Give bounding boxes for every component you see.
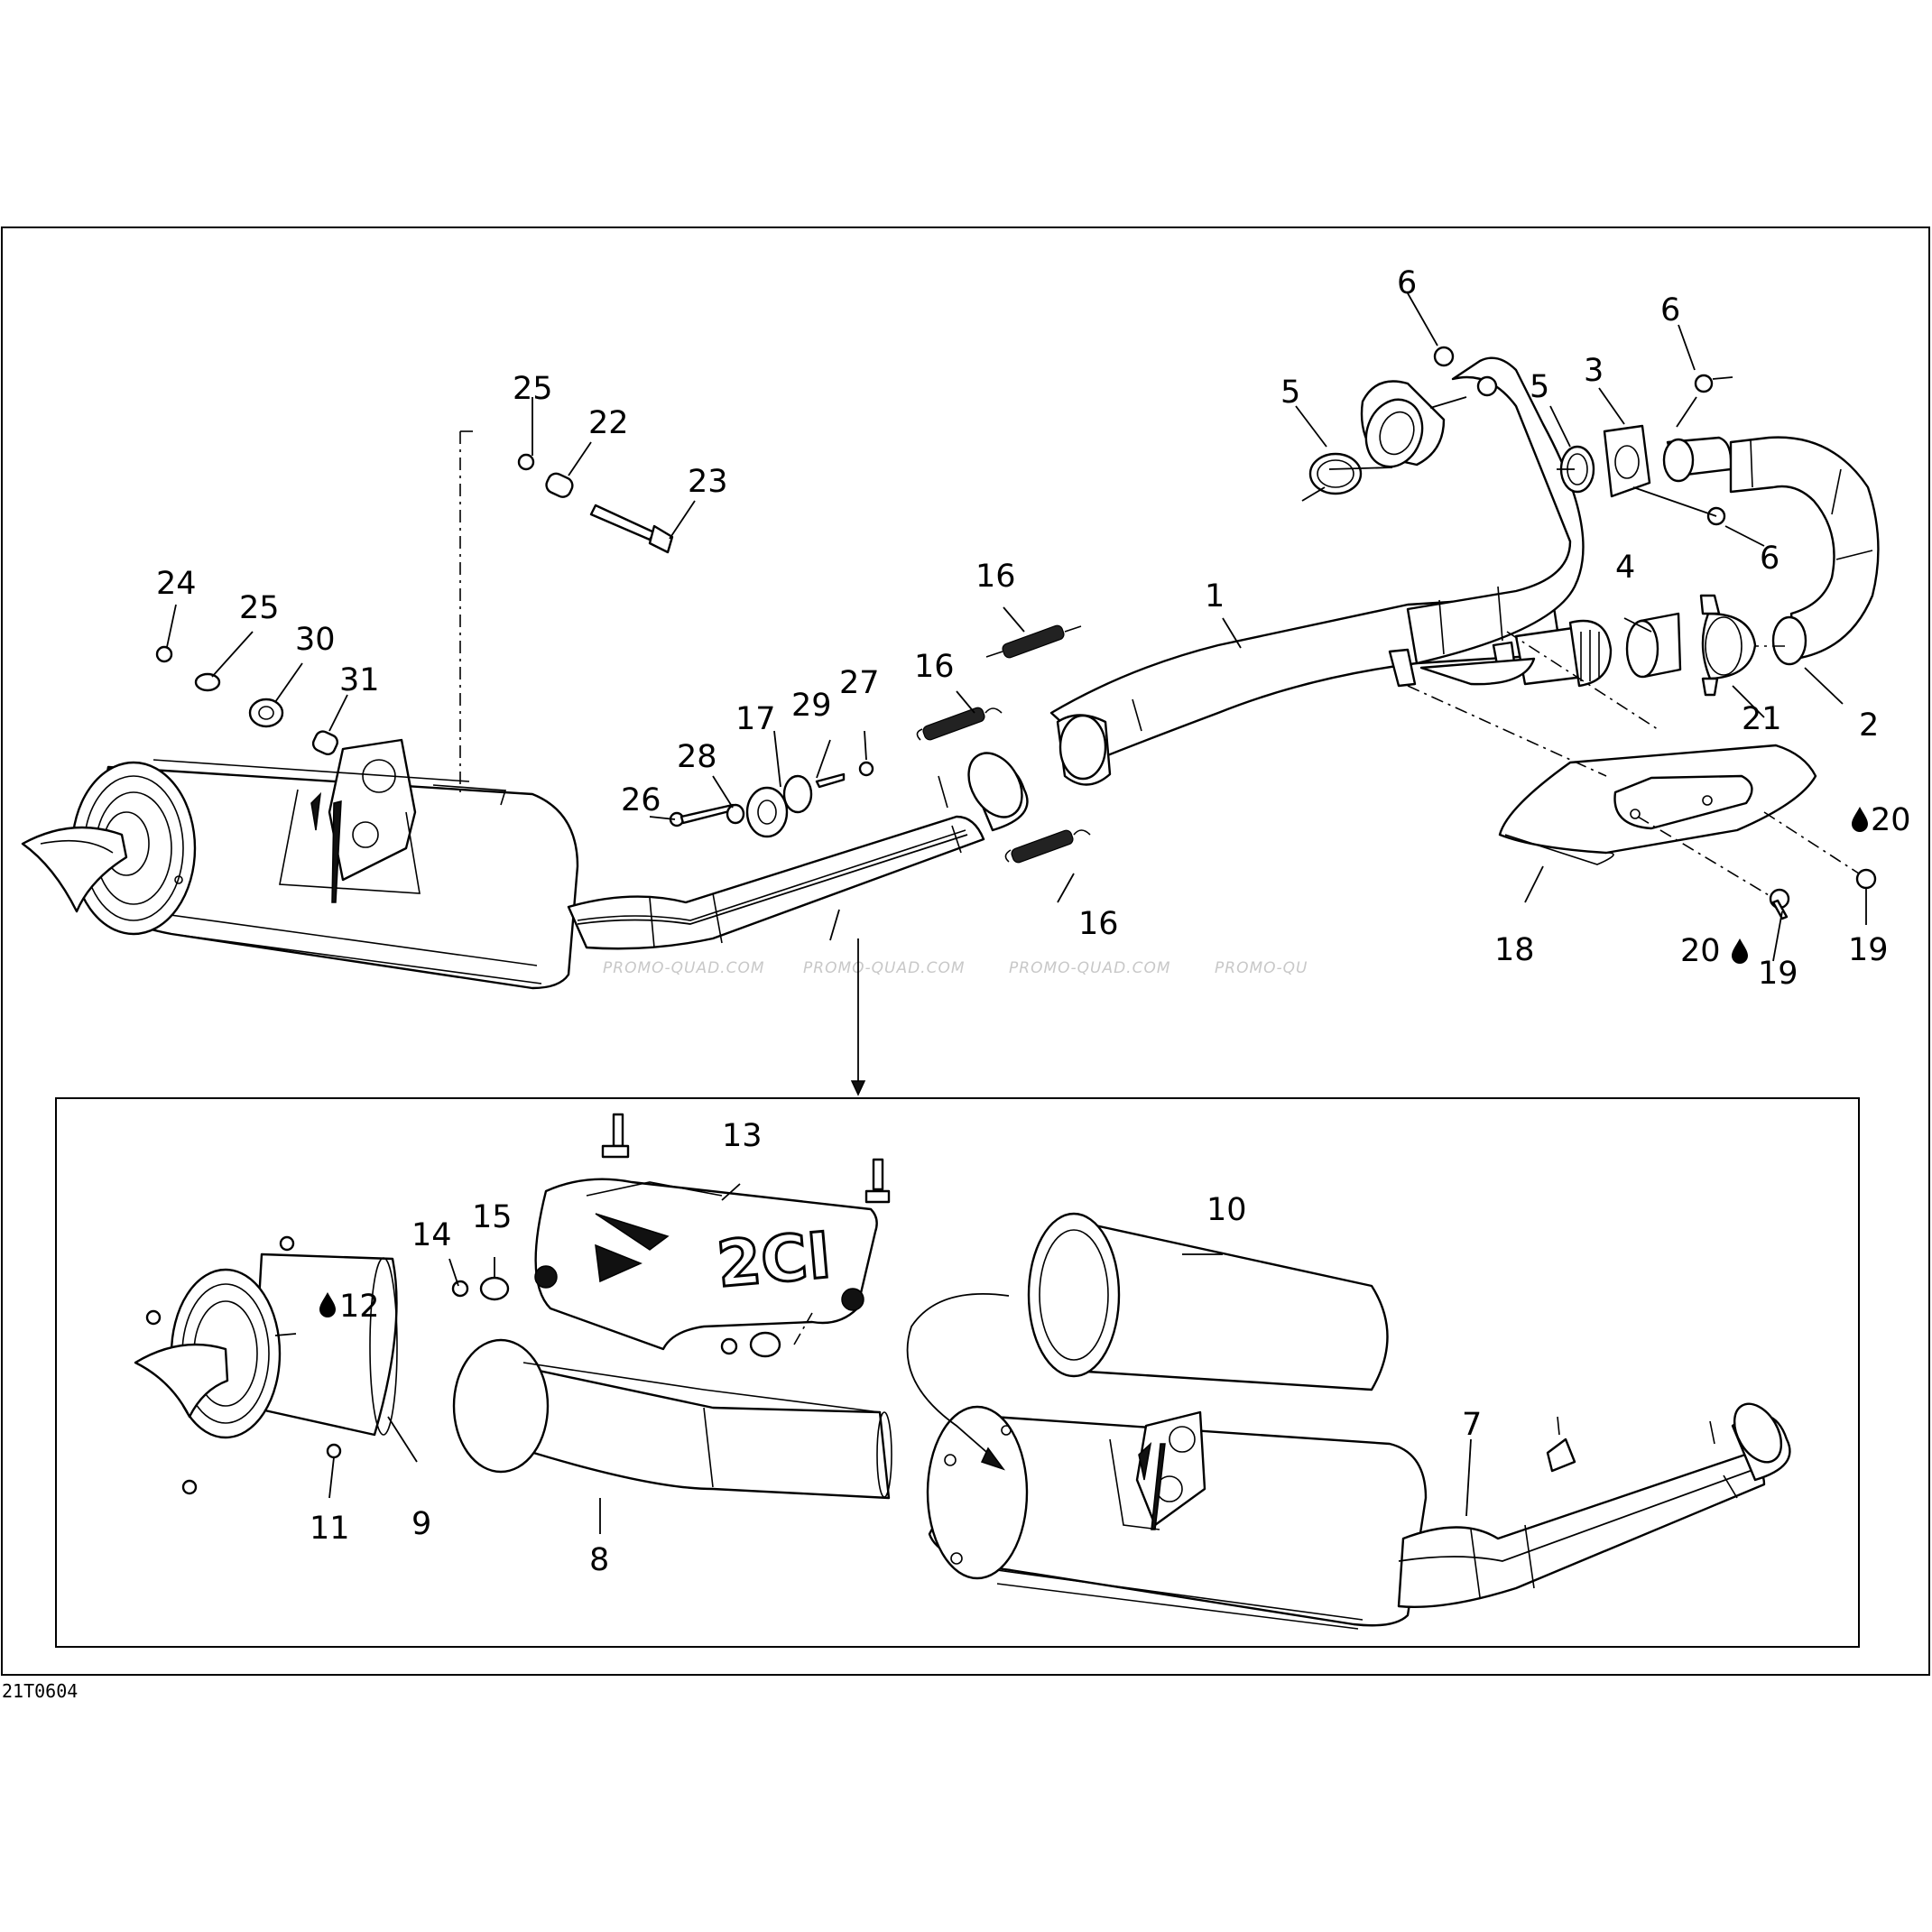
callout-label: 28 [677, 739, 717, 775]
callout-label: 13 [722, 1118, 763, 1154]
watermark: PROMO-QUAD.COM [803, 959, 966, 977]
watermark: PROMO-QU [1215, 959, 1308, 977]
callout-label: 18 [1494, 932, 1535, 968]
callout-label: 1 [1205, 578, 1225, 615]
callout-label: 8 [589, 1542, 609, 1578]
callout-label: 3 [1584, 353, 1604, 389]
flange-assembly [1301, 346, 1880, 697]
callout-label: 19 [1758, 956, 1798, 992]
callout-label: 22 [588, 405, 629, 441]
heat-shield-logo: 2CI [714, 1218, 834, 1302]
callout-label: 16 [1078, 906, 1119, 942]
exhaust-pipe-7 [567, 752, 1029, 950]
callout-label: 5 [1280, 374, 1300, 411]
callout-label: 24 [156, 566, 197, 602]
callout-label: 14 [411, 1217, 452, 1253]
callout-label: 25 [239, 590, 280, 626]
arrow-head [980, 1447, 1006, 1471]
callout-label: 29 [791, 688, 832, 724]
end-cap-9 [134, 1235, 398, 1495]
outer-frame [1, 226, 1930, 1676]
callout-label: 31 [339, 662, 380, 698]
callout-label: 6 [1660, 292, 1680, 328]
watermark: PROMO-QUAD.COM [603, 959, 765, 977]
header-pipe-1 [1049, 356, 1613, 786]
muffler-assembly [21, 738, 579, 990]
watermark: PROMO-QUAD.COM [1009, 959, 1171, 977]
callout-label: 15 [472, 1199, 513, 1235]
leader-lines [166, 292, 1867, 1534]
packing-10 [1027, 1212, 1389, 1391]
springs [916, 624, 1091, 864]
callout-label: 6 [1760, 541, 1779, 577]
callout-label: 12 [339, 1289, 380, 1325]
callout-label: 5 [1530, 369, 1549, 405]
callout-label: 16 [975, 559, 1016, 595]
callout-label: 23 [688, 464, 728, 500]
muffler-body-7 [926, 1402, 1791, 1630]
callout-label: 17 [735, 701, 776, 737]
assembly-arrow [906, 1292, 1010, 1458]
detail-frame [55, 1097, 1860, 1648]
callout-label: 26 [621, 782, 661, 818]
diagram-code: 21T0604 [2, 1680, 78, 1702]
callout-label: 4 [1615, 550, 1635, 586]
callout-label: 30 [295, 622, 336, 658]
liquid-drop-icon [1852, 807, 1868, 832]
callout-label: 16 [914, 649, 955, 685]
callout-label: 19 [1848, 932, 1889, 968]
callout-label: 20 [1680, 933, 1721, 969]
callout-label: 10 [1206, 1192, 1247, 1228]
inner-tube-8 [452, 1338, 892, 1500]
callout-label: 20 [1871, 802, 1911, 838]
callout-label: 6 [1397, 265, 1417, 301]
callout-label: 25 [513, 371, 553, 407]
callout-label: 2 [1859, 707, 1879, 744]
liquid-drop-icon [1732, 938, 1748, 964]
callout-label: 11 [310, 1511, 350, 1547]
mount-hardware [155, 453, 874, 838]
arrow-head [850, 1080, 866, 1096]
heat-shield-13: 2CI [451, 1113, 891, 1358]
callout-label: 27 [839, 665, 880, 701]
callout-label: 9 [411, 1506, 431, 1542]
heat-shield-18 [1407, 631, 1877, 920]
callout-label: 21 [1742, 701, 1782, 737]
callout-label: 7 [1462, 1407, 1482, 1443]
